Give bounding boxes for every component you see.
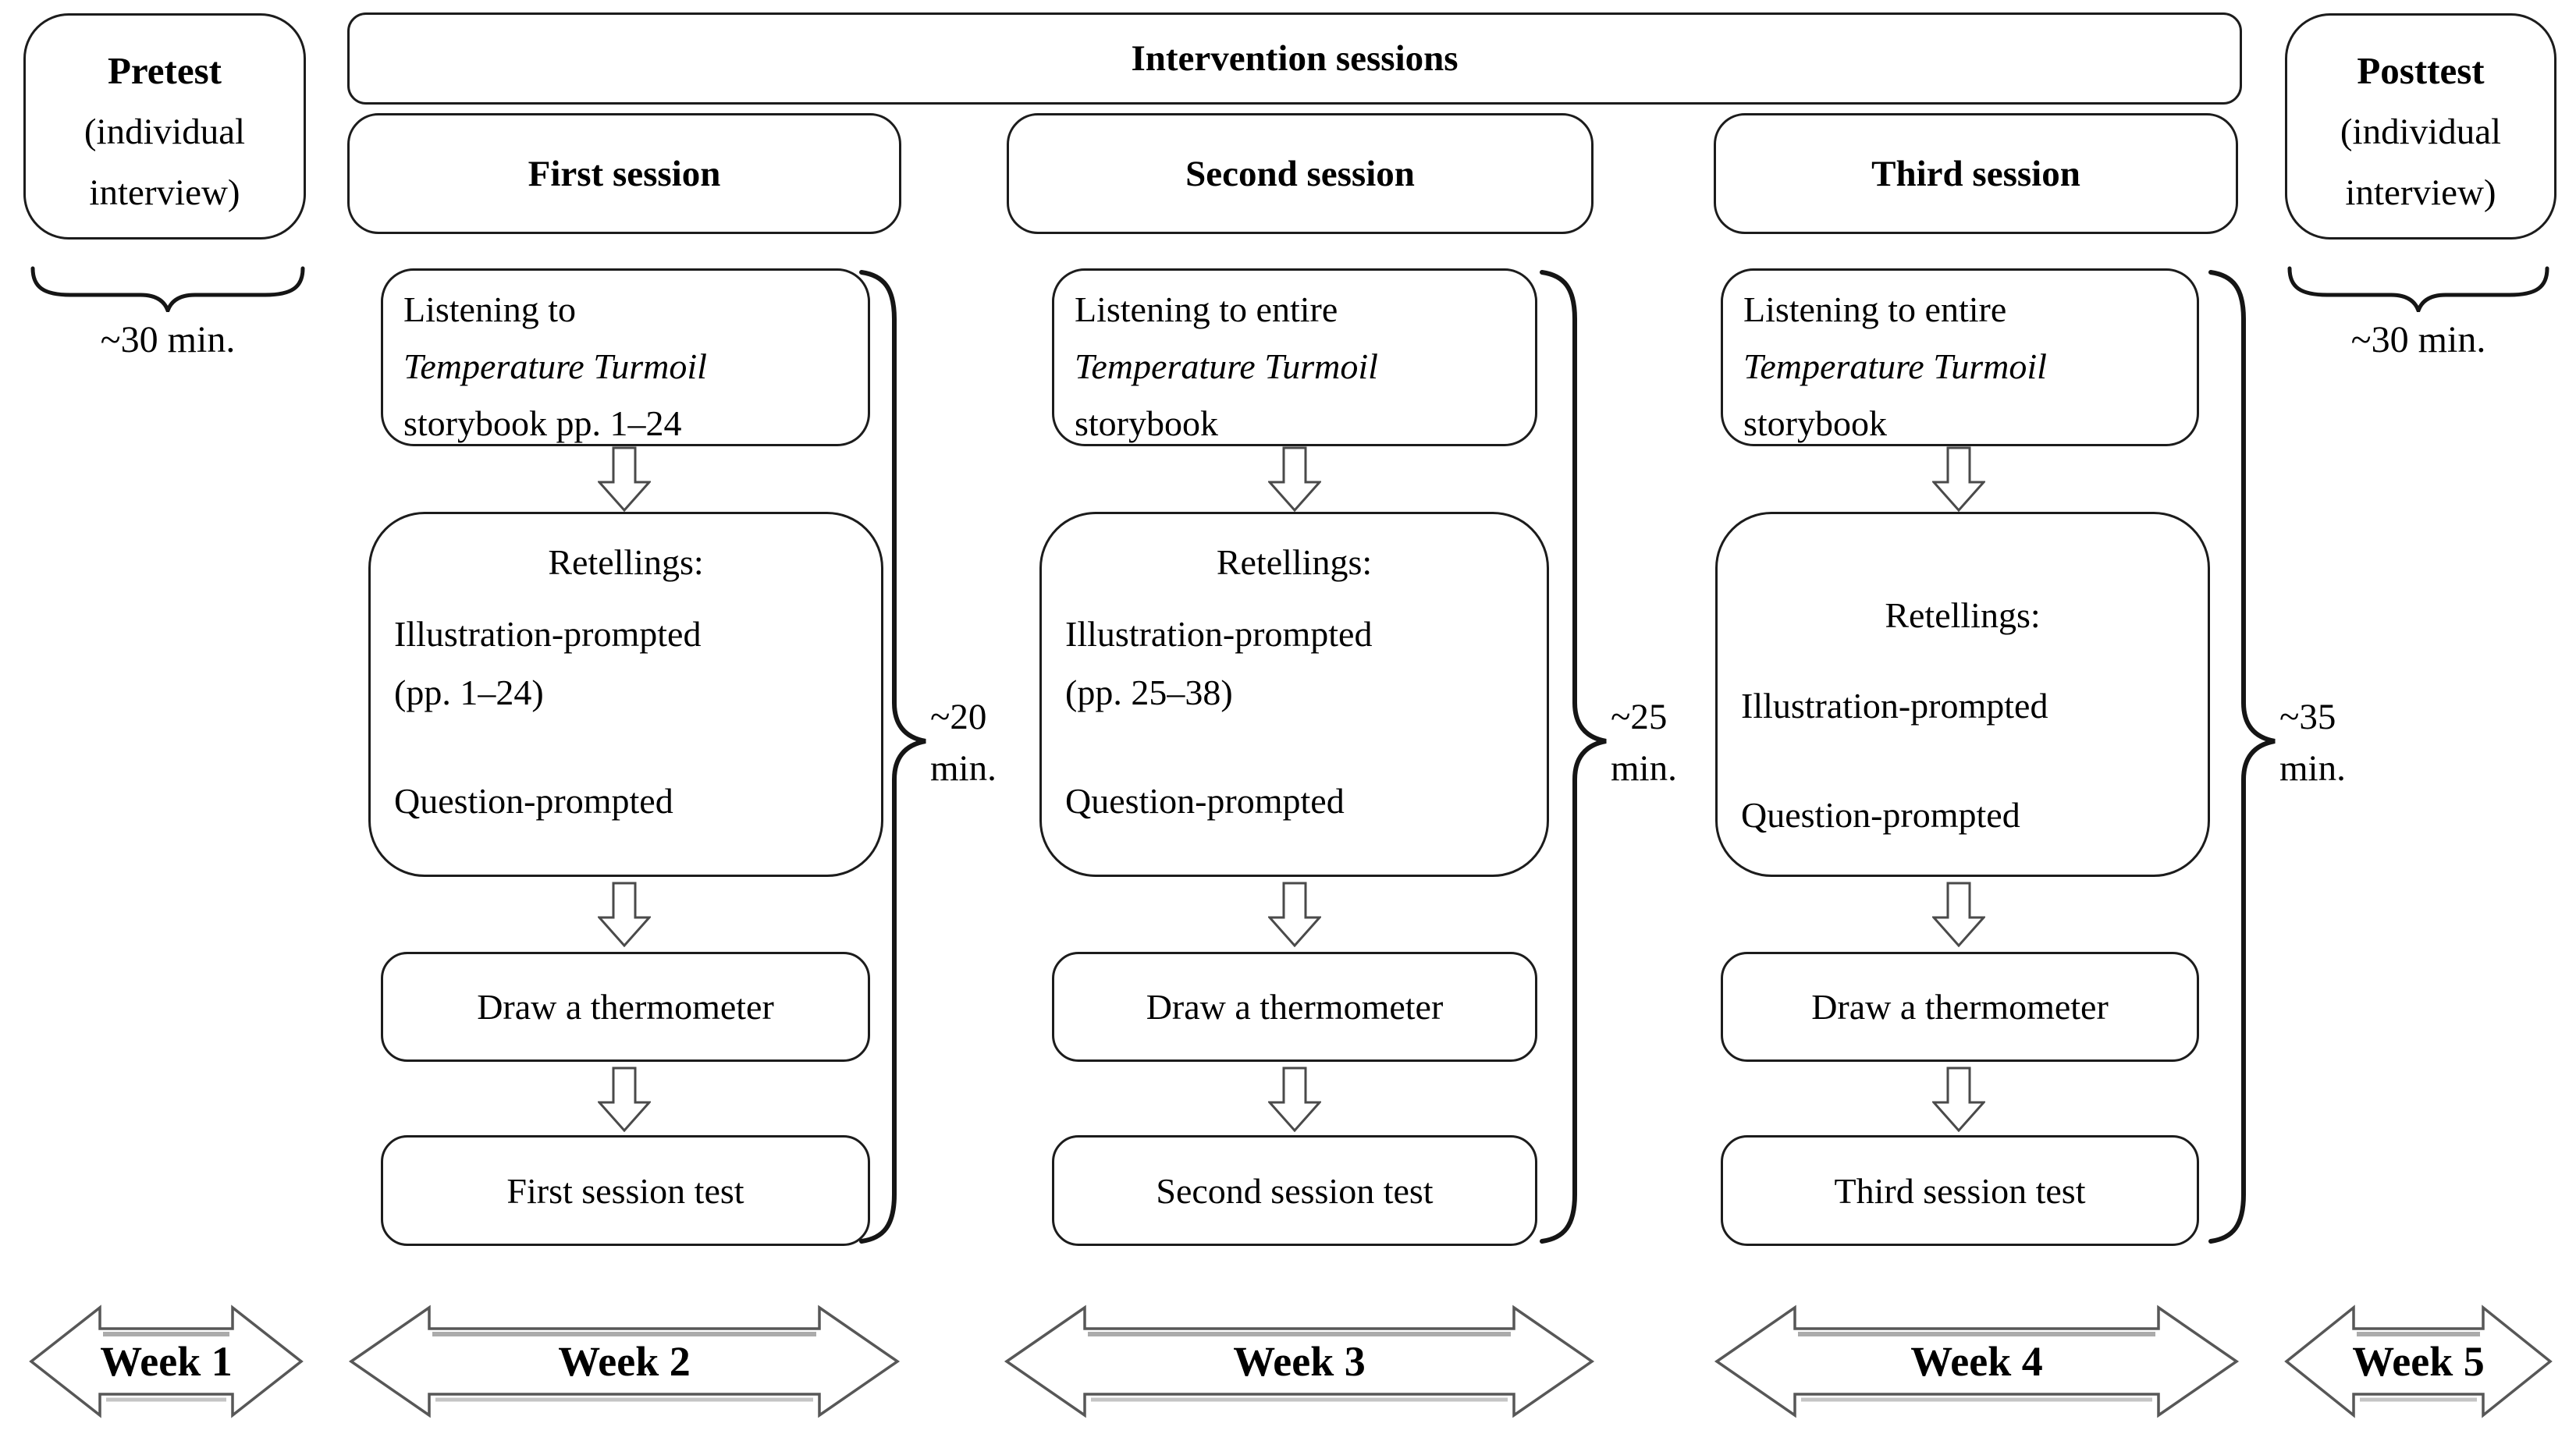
retellings-3-illustration-prompted: Illustration-prompted bbox=[1741, 686, 2048, 726]
retellings-1-title: Retellings: bbox=[548, 542, 704, 582]
retellings-3-title: Retellings: bbox=[1885, 595, 2041, 635]
retellings-2-question-prompted: Question-prompted bbox=[1065, 781, 1345, 821]
duration-1-value: ~20 bbox=[930, 697, 987, 737]
thermometer-box-1: Draw a thermometer bbox=[381, 952, 870, 1062]
listening-box-3: Listening to entire Temperature Turmoil … bbox=[1721, 268, 2199, 446]
listening-2-line3: storybook bbox=[1075, 403, 1218, 443]
thermometer-box-3: Draw a thermometer bbox=[1721, 952, 2199, 1062]
retellings-1-question-prompted: Question-prompted bbox=[394, 781, 673, 821]
session-test-box-3: Third session test bbox=[1721, 1135, 2199, 1246]
listening-1-book-title: Temperature Turmoil bbox=[403, 346, 707, 386]
pretest-title: Pretest bbox=[108, 49, 222, 92]
duration-label-1: ~20 min. bbox=[930, 691, 997, 794]
week-arrow-icon-3 bbox=[1004, 1304, 1595, 1418]
thermometer-box-2: Draw a thermometer bbox=[1052, 952, 1537, 1062]
week-arrow-icon-4 bbox=[1714, 1304, 2240, 1418]
posttest-box: Posttest (individual interview) bbox=[2285, 13, 2556, 240]
week-label-2: Week 2 bbox=[558, 1338, 691, 1385]
duration-brace-icon-3 bbox=[2208, 270, 2276, 1244]
retellings-box-3: Retellings: Illustration-prompted Questi… bbox=[1715, 512, 2210, 877]
posttest-underbrace-icon bbox=[2287, 266, 2549, 312]
session-label-second: Second session bbox=[1185, 153, 1415, 194]
session-test-box-1: First session test bbox=[381, 1135, 870, 1246]
duration-2-unit: min. bbox=[1611, 748, 1677, 789]
week-arrow-icon-1 bbox=[29, 1304, 304, 1418]
retellings-2-illustration-prompted: Illustration-prompted bbox=[1065, 614, 1373, 654]
posttest-subtitle-line2: interview) bbox=[2345, 172, 2496, 213]
thermometer-2-label: Draw a thermometer bbox=[1146, 987, 1444, 1027]
pretest-box: Pretest (individual interview) bbox=[23, 13, 306, 240]
listening-2-book-title: Temperature Turmoil bbox=[1075, 346, 1378, 386]
duration-brace-icon-1 bbox=[859, 270, 926, 1244]
retellings-3-question-prompted: Question-prompted bbox=[1741, 795, 2020, 835]
session-test-box-2: Second session test bbox=[1052, 1135, 1537, 1246]
thermometer-3-label: Draw a thermometer bbox=[1811, 987, 2109, 1027]
pretest-duration: ~30 min. bbox=[100, 319, 236, 360]
duration-1-unit: min. bbox=[930, 748, 997, 789]
retellings-box-1: Retellings: Illustration-prompted (pp. 1… bbox=[368, 512, 883, 877]
session-test-2-label: Second session test bbox=[1156, 1170, 1434, 1211]
down-arrow-icon bbox=[1268, 1067, 1321, 1132]
listening-1-line3: storybook pp. 1–24 bbox=[403, 403, 682, 443]
retellings-box-2: Retellings: Illustration-prompted (pp. 2… bbox=[1039, 512, 1549, 877]
duration-3-unit: min. bbox=[2279, 748, 2346, 789]
intervention-header-title: Intervention sessions bbox=[1131, 38, 1459, 79]
listening-box-2: Listening to entire Temperature Turmoil … bbox=[1052, 268, 1537, 446]
listening-box-1: Listening to Temperature Turmoil storybo… bbox=[381, 268, 870, 446]
pretest-subtitle-line2: interview) bbox=[89, 172, 240, 213]
posttest-title: Posttest bbox=[2357, 49, 2485, 92]
down-arrow-icon bbox=[1932, 882, 1985, 947]
retellings-1-illustration-prompted: Illustration-prompted bbox=[394, 614, 702, 654]
retellings-1-pages: (pp. 1–24) bbox=[394, 673, 544, 712]
week-label-4: Week 4 bbox=[1910, 1338, 2043, 1385]
down-arrow-icon bbox=[1268, 882, 1321, 947]
down-arrow-icon bbox=[598, 1067, 651, 1132]
down-arrow-icon bbox=[1932, 446, 1985, 512]
session-label-third: Third session bbox=[1871, 153, 2080, 194]
listening-1-line1: Listening to bbox=[403, 289, 577, 329]
down-arrow-icon bbox=[598, 882, 651, 947]
pretest-underbrace-icon bbox=[30, 266, 305, 312]
session-label-box-second: Second session bbox=[1007, 113, 1594, 234]
session-label-first: First session bbox=[528, 153, 721, 194]
down-arrow-icon bbox=[1268, 446, 1321, 512]
retellings-2-pages: (pp. 25–38) bbox=[1065, 673, 1233, 712]
thermometer-1-label: Draw a thermometer bbox=[477, 987, 774, 1027]
retellings-2-title: Retellings: bbox=[1216, 542, 1373, 582]
session-label-box-first: First session bbox=[347, 113, 901, 234]
week-label-1: Week 1 bbox=[100, 1338, 233, 1385]
down-arrow-icon bbox=[598, 446, 651, 512]
duration-brace-icon-2 bbox=[1540, 270, 1607, 1244]
listening-3-book-title: Temperature Turmoil bbox=[1743, 346, 2047, 386]
week-arrow-icon-2 bbox=[348, 1304, 901, 1418]
duration-3-value: ~35 bbox=[2279, 697, 2336, 737]
posttest-duration: ~30 min. bbox=[2350, 319, 2486, 360]
session-label-box-third: Third session bbox=[1714, 113, 2238, 234]
duration-label-2: ~25 min. bbox=[1611, 691, 1677, 794]
session-test-3-label: Third session test bbox=[1834, 1170, 2086, 1211]
session-test-1-label: First session test bbox=[506, 1170, 744, 1211]
duration-2-value: ~25 bbox=[1611, 697, 1668, 737]
week-label-5: Week 5 bbox=[2352, 1338, 2485, 1385]
week-label-3: Week 3 bbox=[1233, 1338, 1366, 1385]
intervention-header-box: Intervention sessions bbox=[347, 12, 2242, 105]
down-arrow-icon bbox=[1932, 1067, 1985, 1132]
pretest-subtitle-line1: (individual bbox=[83, 112, 246, 152]
listening-2-line1: Listening to entire bbox=[1075, 289, 1338, 329]
posttest-subtitle-line1: (individual bbox=[2340, 112, 2502, 152]
listening-3-line3: storybook bbox=[1743, 403, 1887, 443]
listening-3-line1: Listening to entire bbox=[1743, 289, 2007, 329]
week-arrow-icon-5 bbox=[2284, 1304, 2553, 1418]
duration-label-3: ~35 min. bbox=[2279, 691, 2346, 794]
